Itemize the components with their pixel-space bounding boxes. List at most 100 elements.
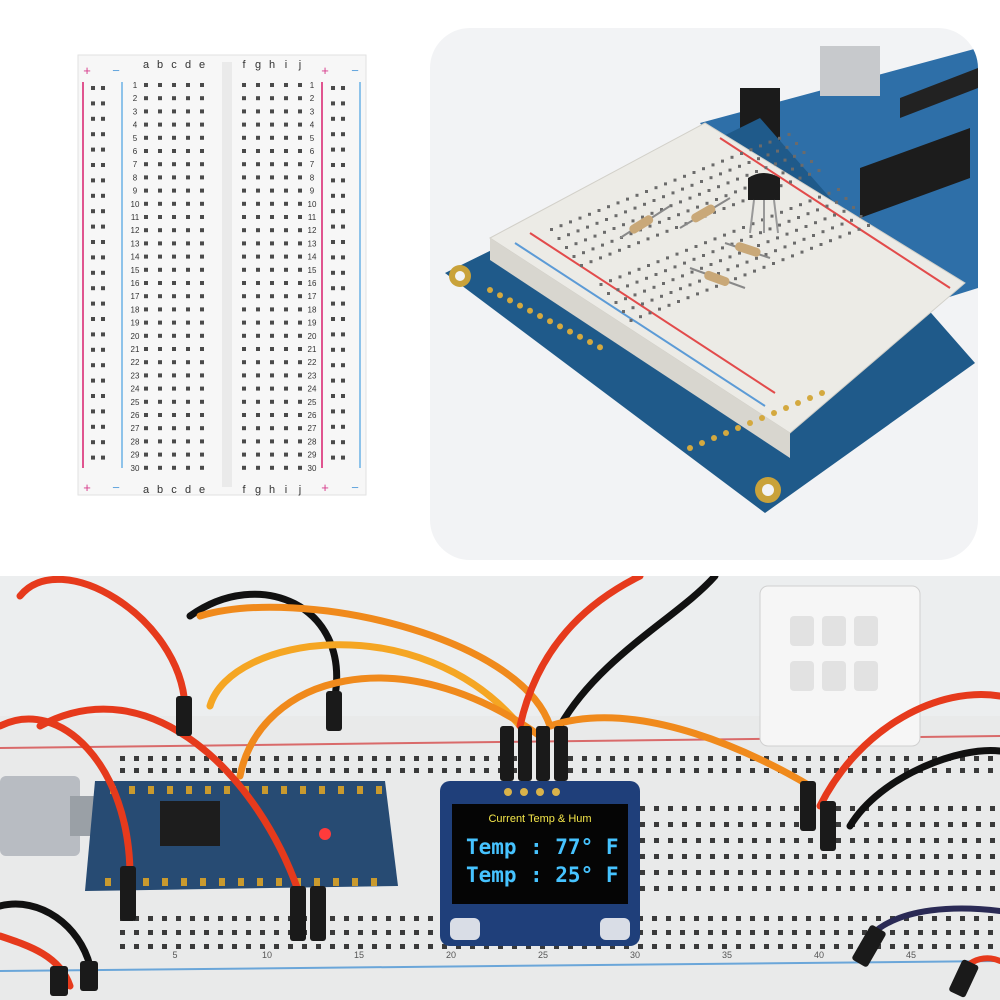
rail-hole: [331, 193, 335, 198]
hole: [256, 281, 260, 285]
hole: [284, 386, 288, 391]
hole: [256, 135, 260, 140]
hole: [242, 175, 246, 180]
hole: [144, 215, 148, 219]
hole: [256, 109, 260, 114]
row-number: 12: [308, 226, 317, 235]
hole: [242, 386, 246, 391]
hole: [172, 386, 176, 391]
hole: [172, 109, 176, 114]
hole: [242, 254, 246, 259]
hole: [144, 241, 148, 246]
rail-hole: [331, 363, 335, 368]
hole: [144, 96, 148, 101]
rail-hole: [341, 363, 345, 368]
rail-hole: [341, 286, 345, 291]
hole: [158, 215, 162, 219]
row-number: 10: [308, 200, 317, 209]
hole: [158, 175, 162, 180]
row-number: 19: [308, 319, 317, 328]
column-letter-top: e: [199, 59, 205, 71]
row-number: 16: [131, 279, 140, 288]
hole: [298, 109, 302, 114]
rail-hole: [341, 132, 345, 137]
hole: [158, 320, 162, 325]
hole: [284, 215, 288, 219]
column-letter-top: d: [185, 59, 191, 71]
oled-line2-value: : 25° F: [530, 863, 619, 887]
hole: [242, 149, 246, 153]
hole: [256, 439, 260, 444]
hole: [284, 294, 288, 299]
row-number: 2: [310, 94, 315, 103]
hole: [172, 215, 176, 219]
rail-hole: [331, 270, 335, 275]
hole: [256, 333, 260, 338]
hole: [270, 201, 274, 206]
row-number: 25: [131, 398, 140, 407]
hole: [298, 386, 302, 391]
rail-hole: [331, 163, 335, 167]
rail-red-line: [529, 232, 776, 394]
rail-hole: [91, 286, 95, 291]
hole: [298, 254, 302, 259]
transistor: [748, 173, 780, 234]
hole: [284, 426, 288, 431]
hole: [186, 452, 190, 457]
hole: [186, 426, 190, 431]
resistor: [679, 197, 731, 229]
hole: [144, 267, 148, 272]
hole: [200, 188, 204, 193]
rail-hole: [101, 363, 105, 368]
hole: [144, 188, 148, 193]
hole: [256, 465, 260, 470]
rail-hole: [91, 378, 95, 383]
hole: [172, 413, 176, 417]
rail-hole: [91, 86, 95, 90]
hole: [270, 439, 274, 444]
hole: [144, 426, 148, 431]
hole: [298, 360, 302, 365]
hole: [158, 122, 162, 127]
hole: [158, 373, 162, 378]
row-number: 1: [310, 81, 315, 90]
hole: [284, 452, 288, 457]
row-number: 26: [308, 411, 317, 420]
hole: [242, 439, 246, 444]
hole: [158, 96, 162, 101]
hole: [172, 201, 176, 206]
hole: [158, 83, 162, 87]
hole: [186, 347, 190, 351]
row-number: 10: [131, 200, 140, 209]
rail-hole: [341, 332, 345, 337]
hole: [270, 413, 274, 417]
rail-hole: [91, 224, 95, 229]
row-number: 18: [308, 305, 317, 314]
hole: [270, 122, 274, 127]
hole: [158, 294, 162, 299]
hole: [158, 149, 162, 153]
row-number: 23: [308, 371, 317, 380]
hole: [284, 241, 288, 246]
hole: [172, 294, 176, 299]
hole: [270, 109, 274, 114]
hole: [158, 307, 162, 312]
row-number: 8: [310, 173, 315, 182]
hole: [144, 122, 148, 127]
rail-hole: [341, 178, 345, 183]
jumper-wire-red: [36, 705, 304, 900]
row-number: 14: [131, 253, 140, 262]
hole: [242, 96, 246, 101]
hole: [242, 201, 246, 206]
rail-hole: [341, 301, 345, 306]
rail-hole: [101, 424, 105, 429]
hole: [200, 452, 204, 457]
hole: [172, 96, 176, 101]
hole: [172, 149, 176, 153]
hole: [200, 228, 204, 233]
rail-hole: [91, 347, 95, 352]
rail-hole: [341, 116, 345, 121]
hole: [144, 149, 148, 153]
hole: [186, 162, 190, 167]
